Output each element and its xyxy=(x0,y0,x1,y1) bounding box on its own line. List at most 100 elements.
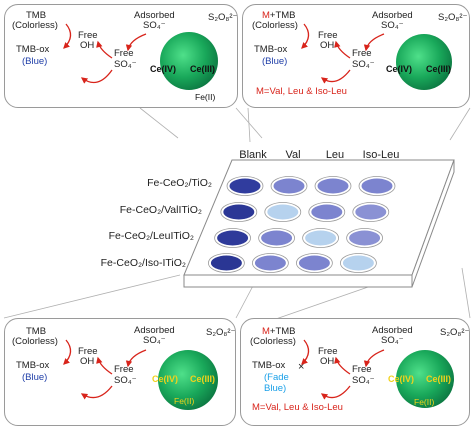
tr-ce3-label: Ce(III) xyxy=(426,64,452,74)
well-rim-r4-c3 xyxy=(295,253,333,273)
tl-adsorbed-label-2: SO₄⁻ xyxy=(143,20,166,31)
bl-colorless-label: (Colorless) xyxy=(12,336,58,347)
br-m-prefix: M xyxy=(262,326,270,337)
well-rim-r3-c1 xyxy=(214,228,252,248)
column-label-blank: Blank xyxy=(239,149,267,161)
tr-blue-label: (Blue) xyxy=(262,56,288,67)
well-rim-r2-c1 xyxy=(220,202,258,222)
bl-ce3-label: Ce(III) xyxy=(190,374,216,384)
well-rim-r2-c3 xyxy=(308,202,346,222)
well-rim-r2-c4 xyxy=(352,202,390,222)
bl-free-so4-label-2: SO₄⁻ xyxy=(114,375,137,386)
br-tmb-label: M+TMB xyxy=(262,326,296,337)
tl-colorless-label: (Colorless) xyxy=(12,20,58,31)
well-rim-r1-c4 xyxy=(358,176,396,196)
tl-ce4-label: Ce(IV) xyxy=(150,64,177,74)
tr-colorless-label: (Colorless) xyxy=(252,20,298,31)
well-r1-c4 xyxy=(361,178,393,194)
br-adsorbed-label-2: SO₄⁻ xyxy=(381,335,404,346)
row-label-3: Fe-CeO₂/LeuITiO₂ xyxy=(108,230,194,242)
well-r2-c1 xyxy=(223,204,255,220)
br-tmb-text: +TMB xyxy=(269,326,296,337)
br-free-so4-label-2: SO₄⁻ xyxy=(352,375,375,386)
tl-blue-label: (Blue) xyxy=(22,56,48,67)
well-r2-c4 xyxy=(355,204,387,220)
br-fade-label-1: (Fade xyxy=(264,372,289,383)
well-r4-c4 xyxy=(342,255,374,271)
tr-adsorbed-label-1: Adsorbed xyxy=(372,10,413,21)
well-plate xyxy=(183,159,455,288)
well-r4-c1 xyxy=(210,255,242,271)
well-r4-c2 xyxy=(254,255,286,271)
br-free-oh-label-1: Free xyxy=(318,346,338,357)
tr-tmbox-label: TMB-ox xyxy=(254,44,288,55)
column-label-iso-leu: Iso-Leu xyxy=(362,149,400,161)
br-adsorbed-label-1: Adsorbed xyxy=(372,325,413,336)
tl-fe2-label: Fe(II) xyxy=(195,92,216,102)
bl-free-oh-label-2: OH xyxy=(80,356,95,367)
br-free-oh-label-2: OH xyxy=(320,356,335,367)
br-m-definition: M=Val, Leu & Iso-Leu xyxy=(252,402,343,413)
br-ce4-label: Ce(IV) xyxy=(388,374,415,384)
row-label-2: Fe-CeO₂/ValITiO₂ xyxy=(119,204,202,216)
tr-free-so4-label-1: Free xyxy=(352,48,372,59)
well-r3-c3 xyxy=(305,230,337,246)
well-rim-r4-c1 xyxy=(207,253,245,273)
well-rim-r4-c2 xyxy=(251,253,289,273)
tr-adsorbed-label-2: SO₄⁻ xyxy=(381,20,404,31)
well-r1-c1 xyxy=(229,178,261,194)
tr-m-definition: M=Val, Leu & Iso-Leu xyxy=(256,86,347,97)
br-tmbox-label: TMB-ox xyxy=(252,360,286,371)
well-rim-r3-c2 xyxy=(258,228,296,248)
tl-free-so4-label-2: SO₄⁻ xyxy=(114,59,137,70)
well-rim-r1-c3 xyxy=(314,176,352,196)
tr-free-so4-label-2: SO₄⁻ xyxy=(352,59,375,70)
bl-adsorbed-label-2: SO₄⁻ xyxy=(143,335,166,346)
tr-tmb-label: M+TMB xyxy=(262,10,296,21)
well-rim-r1-c2 xyxy=(270,176,308,196)
br-free-so4-label-1: Free xyxy=(352,364,372,375)
well-r2-c3 xyxy=(311,204,343,220)
tr-nanoparticle xyxy=(391,29,457,95)
bl-s2o8-label: S₂O₈²⁻ xyxy=(206,327,236,338)
row-label-1: Fe-CeO₂/TiO₂ xyxy=(147,177,212,189)
bl-tmb-label: TMB xyxy=(26,326,47,337)
well-r3-c4 xyxy=(349,230,381,246)
bl-tmbox-label: TMB-ox xyxy=(16,360,50,371)
well-rim-r3-c4 xyxy=(346,228,384,248)
well-r4-c3 xyxy=(298,255,330,271)
well-r1-c2 xyxy=(273,178,305,194)
bl-adsorbed-label-1: Adsorbed xyxy=(134,325,175,336)
bl-fe2-label: Fe(II) xyxy=(174,396,195,406)
tl-s2o8-label: S₂O₈²⁻ xyxy=(208,12,238,23)
well-rim-r1-c1 xyxy=(226,176,264,196)
tr-tmb-text: +TMB xyxy=(269,10,296,21)
tr-free-oh-label-1: Free xyxy=(318,30,338,41)
well-r1-c3 xyxy=(317,178,349,194)
column-label-val: Val xyxy=(285,149,301,161)
tl-adsorbed-label-1: Adsorbed xyxy=(134,10,175,21)
column-label-leu: Leu xyxy=(325,149,345,161)
br-fe2-label: Fe(II) xyxy=(414,397,435,407)
well-r3-c2 xyxy=(261,230,293,246)
br-ce3-label: Ce(III) xyxy=(426,374,452,384)
tr-s2o8-label: S₂O₈²⁻ xyxy=(438,12,468,23)
bl-free-oh-label-1: Free xyxy=(78,346,98,357)
well-rim-r3-c3 xyxy=(302,228,340,248)
br-fade-label-2: Blue) xyxy=(264,383,287,394)
bl-blue-label: (Blue) xyxy=(22,372,48,383)
tl-free-so4-label-1: Free xyxy=(114,48,134,59)
br-blocked-mark: × xyxy=(298,361,305,373)
well-rim-r2-c2 xyxy=(264,202,302,222)
tl-tmb-label: TMB xyxy=(26,10,47,21)
well-r3-c1 xyxy=(217,230,249,246)
tl-free-oh-label-1: Free xyxy=(78,30,98,41)
well-rim-r4-c4 xyxy=(339,253,377,273)
tr-m-prefix: M xyxy=(262,10,270,21)
bl-free-so4-label-1: Free xyxy=(114,364,134,375)
tl-free-oh-label-2: OH xyxy=(80,40,95,51)
br-s2o8-label: S₂O₈²⁻ xyxy=(440,327,470,338)
tr-free-oh-label-2: OH xyxy=(320,40,335,51)
row-label-4: Fe-CeO₂/Iso-ITiO₂ xyxy=(100,257,186,269)
bl-ce4-label: Ce(IV) xyxy=(152,374,179,384)
